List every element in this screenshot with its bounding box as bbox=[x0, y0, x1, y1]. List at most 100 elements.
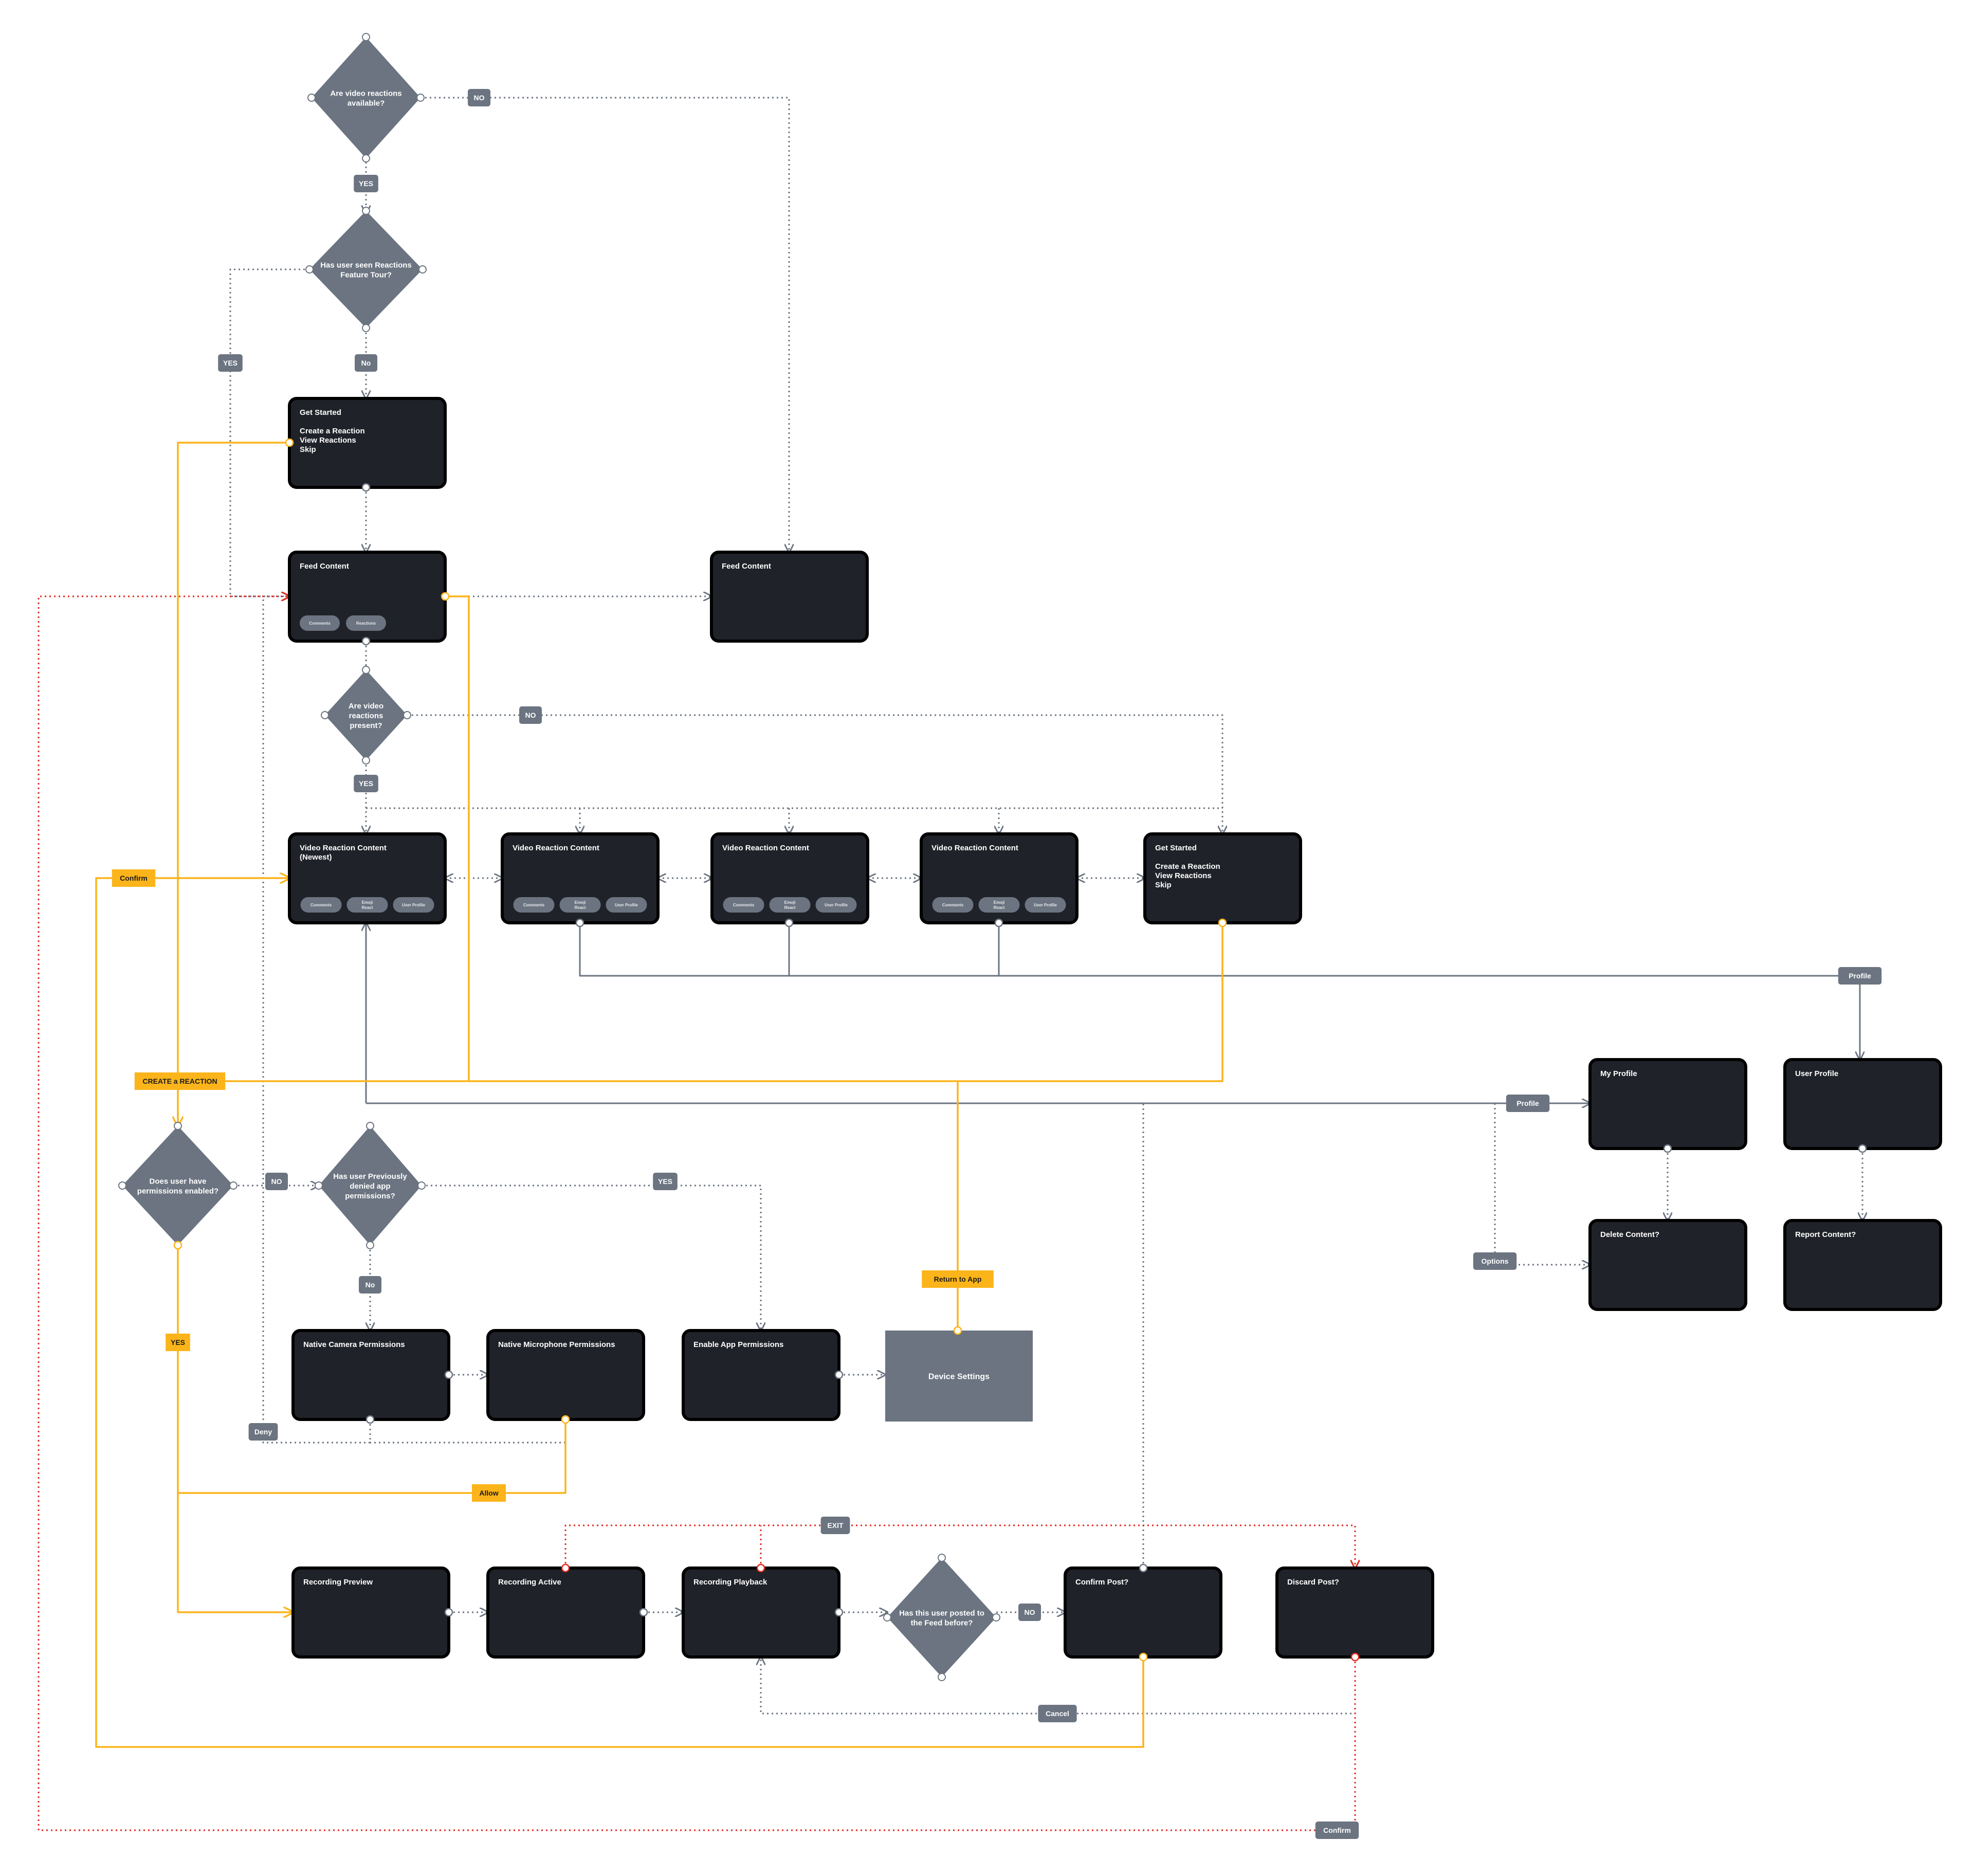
decision-diamond bbox=[887, 1558, 996, 1677]
gold-connector bbox=[177, 1245, 293, 1612]
edge-label-text: YES bbox=[658, 1177, 672, 1186]
card-pill-button[interactable]: Comments bbox=[300, 615, 340, 631]
card-pill-button[interactable]: Comments bbox=[932, 897, 974, 913]
edge-label-text: NO bbox=[525, 711, 536, 719]
card-native-microphone: Native Microphone Permissions bbox=[486, 1329, 645, 1421]
pill-background bbox=[393, 897, 434, 913]
connector-port bbox=[403, 711, 411, 719]
grey-connector bbox=[422, 1185, 761, 1331]
card-pill-button[interactable]: Comments bbox=[723, 897, 764, 913]
pill-label: Emoji bbox=[994, 900, 1005, 905]
pill-background bbox=[606, 897, 647, 913]
edge-label-text: NO bbox=[474, 94, 485, 102]
card-label: Video Reaction Content bbox=[931, 844, 1018, 852]
connector-port bbox=[883, 1613, 891, 1622]
gold-connector bbox=[95, 878, 1144, 1748]
edge-label-text: YES bbox=[359, 179, 373, 188]
edge-label-no-5: No bbox=[359, 1276, 381, 1294]
connector-port bbox=[1139, 1652, 1148, 1662]
pill-background bbox=[769, 897, 811, 913]
connector-port bbox=[756, 1563, 765, 1573]
card-pill-button[interactable]: Comments bbox=[513, 897, 555, 913]
pill-label: Emoji bbox=[362, 900, 373, 905]
edge-label-background bbox=[1506, 1095, 1550, 1112]
connector-port bbox=[118, 1181, 126, 1190]
connector-port bbox=[366, 1241, 374, 1249]
connector-port bbox=[938, 1554, 946, 1562]
edge-label-text: EXIT bbox=[827, 1521, 844, 1529]
edge-label-text: Options bbox=[1482, 1257, 1509, 1265]
card-label: Video Reaction Content bbox=[513, 844, 599, 852]
edge-label-background bbox=[355, 354, 377, 372]
gold-connector bbox=[445, 595, 470, 1081]
decision-label: present? bbox=[350, 721, 382, 730]
card-enable-app-permissions: Enable App Permissions bbox=[682, 1329, 840, 1421]
decision-label: Are video bbox=[349, 702, 383, 711]
pill-label: Comments bbox=[942, 903, 964, 907]
connector-port bbox=[992, 1613, 1000, 1622]
connector-port bbox=[418, 265, 427, 274]
red-connector bbox=[564, 1524, 1355, 1568]
connector-port bbox=[1350, 1652, 1360, 1662]
connector-port bbox=[361, 483, 371, 492]
pill-background bbox=[932, 897, 974, 913]
card-label: Feed Content bbox=[722, 562, 771, 571]
pill-label: User Profile bbox=[1034, 903, 1057, 907]
connector-port bbox=[174, 1122, 182, 1130]
grey-connector bbox=[579, 923, 1860, 1060]
connector-port bbox=[307, 94, 316, 102]
edge-label-background bbox=[1315, 1822, 1359, 1839]
card-pill-button[interactable]: User Profile bbox=[606, 897, 647, 913]
card-pill-button[interactable]: User Profile bbox=[815, 897, 857, 913]
pill-label: Emoji bbox=[784, 900, 796, 905]
pill-background bbox=[1025, 897, 1066, 913]
edge-label-text: Return to App bbox=[934, 1275, 982, 1283]
decision-label: denied app bbox=[350, 1182, 390, 1191]
pill-background bbox=[559, 897, 601, 913]
edge-label-background bbox=[922, 1270, 994, 1288]
grey-connector bbox=[421, 97, 789, 552]
connector-port bbox=[362, 154, 370, 162]
card-pill-button[interactable]: User Profile bbox=[393, 897, 434, 913]
card-label: Recording Active bbox=[498, 1578, 561, 1587]
edge-label-background bbox=[134, 1072, 226, 1090]
decision-label: permissions? bbox=[345, 1192, 395, 1200]
card-pill-button[interactable]: Comments bbox=[300, 897, 342, 913]
card-label: My Profile bbox=[1600, 1069, 1637, 1078]
edge-label-profile-2: Profile bbox=[1506, 1095, 1550, 1112]
edge-label-text: No bbox=[365, 1281, 375, 1289]
card-pill-button[interactable]: Reactions bbox=[346, 615, 386, 631]
edge-label-text: CREATE a REACTION bbox=[142, 1077, 217, 1085]
card-recording-active: Recording Active bbox=[486, 1567, 645, 1659]
edge-label-background bbox=[248, 1423, 278, 1441]
edge-label-yes-4: YES bbox=[653, 1173, 678, 1190]
card-pill-button[interactable]: User Profile bbox=[1025, 897, 1066, 913]
edge-label-background bbox=[820, 1517, 850, 1534]
card-my-profile: My Profile bbox=[1588, 1058, 1747, 1150]
connector-port bbox=[561, 1563, 570, 1573]
card-user-profile: User Profile bbox=[1783, 1058, 1942, 1150]
connector-port bbox=[575, 918, 584, 927]
connector-port bbox=[362, 33, 370, 41]
connector-port bbox=[1218, 918, 1227, 927]
grey-connector bbox=[229, 268, 309, 596]
decision-diamond bbox=[325, 670, 407, 760]
edge-label-background bbox=[519, 706, 542, 724]
card-video-reaction-2: Video Reaction ContentCommentsEmojiReact… bbox=[501, 832, 660, 924]
card-body bbox=[885, 1331, 1033, 1422]
edge-label-text: Allow bbox=[479, 1489, 498, 1497]
edge-label-background bbox=[218, 354, 243, 372]
connector-port bbox=[361, 636, 371, 646]
pill-label: User Profile bbox=[825, 903, 848, 907]
card-label: View Reactions bbox=[1155, 871, 1212, 880]
card-label: Skip bbox=[300, 445, 316, 454]
edge-label-background bbox=[354, 775, 378, 792]
